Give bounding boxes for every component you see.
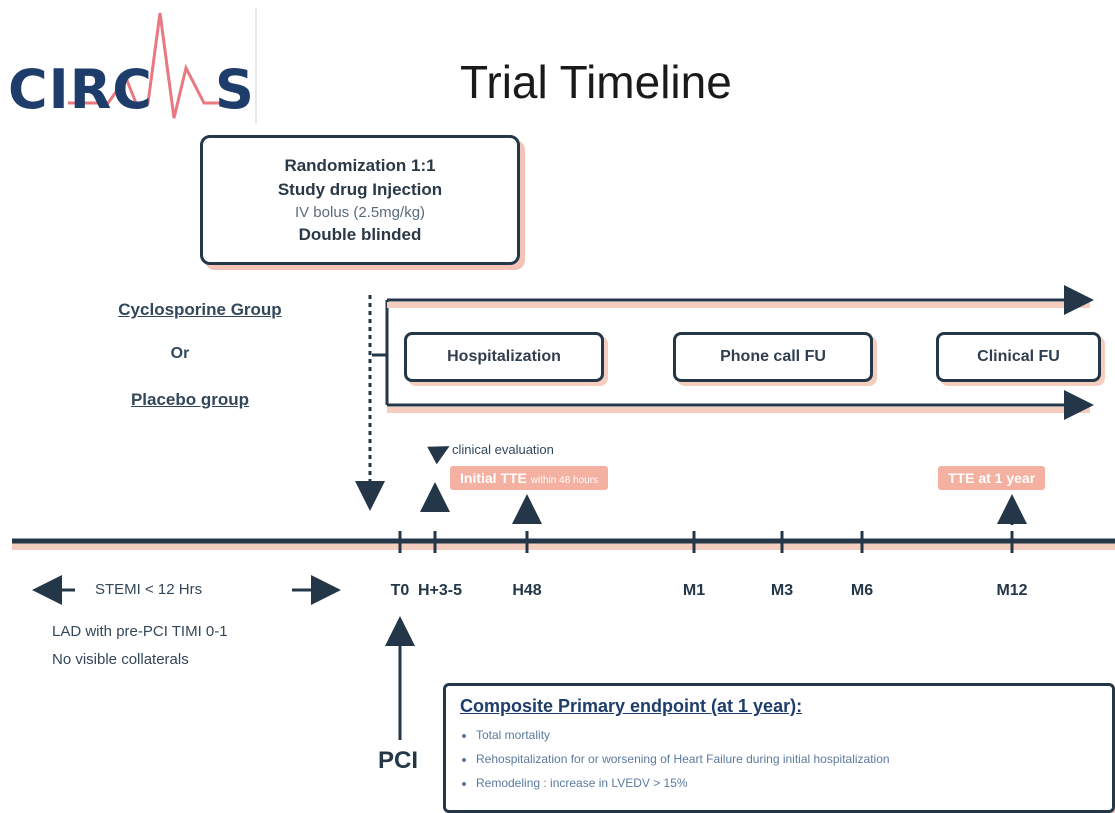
iv-bolus: IV bolus (2.5mg/kg) xyxy=(294,203,426,221)
tick-label: M1 xyxy=(682,582,706,599)
visit-phone-call-fu: Phone call FU xyxy=(673,332,873,382)
randomization-box: Randomization 1:1 Study drug Injection I… xyxy=(200,135,520,265)
tick-label: M12 xyxy=(996,582,1028,599)
initial-tte-subtext: within 48 hours xyxy=(530,475,599,486)
logo: CIRC S xyxy=(8,8,258,123)
tick-label: M6 xyxy=(850,582,874,599)
pci-label: PCI xyxy=(378,747,419,774)
or-label: Or xyxy=(170,345,190,362)
initial-tte-label: Initial TTE within 48 hours xyxy=(450,466,609,490)
randomization-ratio: Randomization 1:1 xyxy=(284,155,436,175)
visit-hospitalization: Hospitalization xyxy=(404,332,604,382)
criteria-lad: LAD with pre-PCI TIMI 0-1 xyxy=(52,623,228,640)
primary-endpoint-box: Composite Primary endpoint (at 1 year): … xyxy=(443,683,1115,813)
clinical-evaluation-note: clinical evaluation xyxy=(452,442,554,457)
criteria-collaterals: No visible collaterals xyxy=(52,651,189,668)
tick-label: H+3-5 xyxy=(417,582,463,599)
logo-text: CIRC xyxy=(8,58,153,121)
list-item: Rehospitalization for or worsening of He… xyxy=(476,747,1098,771)
timeline-ticks xyxy=(398,531,1014,553)
tte-1year-label: TTE at 1 year xyxy=(938,466,1046,490)
tick-label: H48 xyxy=(512,582,542,599)
initial-tte-text: Initial TTE xyxy=(460,470,527,486)
page-title: Trial Timeline xyxy=(460,56,732,108)
study-drug-injection: Study drug Injection xyxy=(277,179,443,199)
tick-label: M3 xyxy=(770,582,794,599)
list-item: Total mortality xyxy=(476,723,1098,747)
placebo-group-label: Placebo group xyxy=(130,390,250,409)
clinical-eval-pointer xyxy=(427,446,450,465)
endpoint-list: Total mortality Rehospitalization for or… xyxy=(460,723,1098,795)
double-blinded: Double blinded xyxy=(298,224,422,244)
stemi-range-label: STEMI < 12 Hrs xyxy=(95,581,203,598)
ecg-wave-icon xyxy=(68,8,257,123)
logo-text-end: S xyxy=(214,58,255,121)
list-item: Remodeling : increase in LVEDV > 15% xyxy=(476,771,1098,795)
visit-clinical-fu: Clinical FU xyxy=(936,332,1101,382)
tick-label: T0 xyxy=(390,582,410,599)
endpoint-title: Composite Primary endpoint (at 1 year): xyxy=(460,696,803,716)
cyclosporine-group-label: Cyclosporine Group xyxy=(118,300,282,319)
